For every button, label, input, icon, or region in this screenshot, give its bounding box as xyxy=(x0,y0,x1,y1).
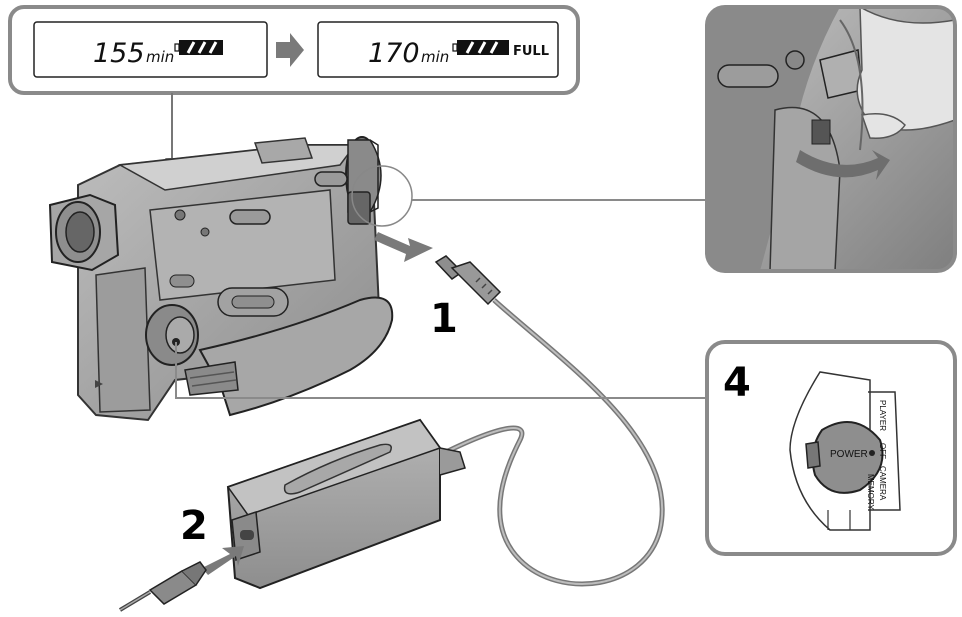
battery-icon xyxy=(174,40,223,55)
mode-memory-label: MEMORY xyxy=(866,474,875,511)
arrow-right-icon xyxy=(276,33,304,67)
battery-full-label: FULL xyxy=(513,44,549,59)
arrow-insert-cord-icon xyxy=(202,546,244,575)
jack-cover-detail xyxy=(705,5,957,273)
mode-off-label: OFF xyxy=(878,443,887,459)
dc-cable xyxy=(438,298,665,587)
display-panel: 155 min 170 min FULL xyxy=(8,5,580,95)
camcorder xyxy=(48,136,413,422)
minutes-unit-after: min xyxy=(421,48,449,66)
display-before: 155 min xyxy=(33,21,268,78)
remaining-time-after: 170 xyxy=(368,38,420,69)
battery-full-icon xyxy=(452,40,509,55)
power-dial-leader-line xyxy=(175,342,707,399)
step-4-label: 4 xyxy=(723,360,751,406)
mode-camera-label: CAMERA xyxy=(878,466,887,501)
ac-power-cord xyxy=(118,561,207,612)
step-1-label: 1 xyxy=(430,296,458,342)
power-label: POWER xyxy=(830,449,868,460)
arrow-open-cover-icon xyxy=(796,150,890,180)
dc-plug xyxy=(434,255,502,306)
arrow-insert-plug-icon xyxy=(374,232,433,262)
step-2-label: 2 xyxy=(180,503,208,549)
mode-player-label: PLAYER xyxy=(878,400,887,431)
power-switch-detail: 4 POWER PLAYER OFF CAMERA MEMORY xyxy=(705,340,957,556)
display-after: 170 min FULL xyxy=(317,21,559,78)
remaining-time-before: 155 xyxy=(93,38,145,69)
ac-adapter xyxy=(226,418,466,590)
minutes-unit-before: min xyxy=(146,48,174,66)
